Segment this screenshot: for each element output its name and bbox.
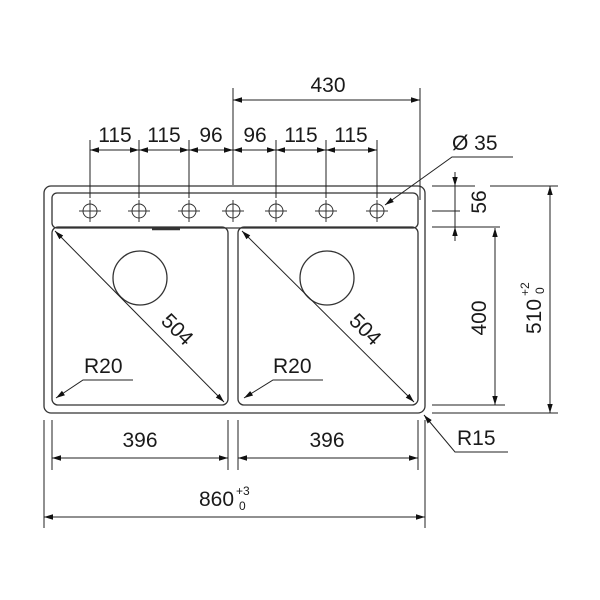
dim-tap-hole-diameter: Ø 35 bbox=[384, 132, 513, 206]
dim-tap-spacings: 115 115 96 96 115 115 bbox=[89, 124, 378, 198]
dim-860: 860 +3 0 bbox=[43, 420, 426, 528]
svg-text:96: 96 bbox=[199, 124, 222, 147]
svg-text:0: 0 bbox=[533, 287, 547, 294]
svg-text:96: 96 bbox=[243, 124, 266, 147]
dim-56: 56 bbox=[432, 172, 500, 241]
svg-text:R20: R20 bbox=[84, 355, 123, 378]
svg-text:+3: +3 bbox=[236, 484, 250, 498]
left-bowl bbox=[51, 226, 229, 406]
svg-text:115: 115 bbox=[147, 124, 180, 147]
dim-510: 510 +2 0 bbox=[432, 185, 558, 414]
svg-text:115: 115 bbox=[284, 124, 317, 147]
svg-text:510: 510 bbox=[523, 299, 546, 334]
svg-text:+2: +2 bbox=[518, 282, 532, 296]
svg-text:0: 0 bbox=[239, 499, 246, 513]
svg-text:R15: R15 bbox=[457, 427, 496, 450]
svg-text:504: 504 bbox=[344, 309, 385, 350]
tap-holes bbox=[79, 200, 388, 222]
svg-text:860: 860 bbox=[199, 488, 234, 511]
tap-hole bbox=[222, 200, 244, 222]
svg-text:115: 115 bbox=[334, 124, 367, 147]
svg-text:430: 430 bbox=[310, 74, 345, 97]
tap-hole bbox=[128, 200, 150, 222]
svg-text:396: 396 bbox=[122, 429, 157, 452]
tap-hole bbox=[79, 200, 101, 222]
svg-text:400: 400 bbox=[468, 300, 491, 335]
dim-bowl-radius: R20 R20 bbox=[55, 355, 323, 399]
tap-hole bbox=[265, 200, 287, 222]
svg-text:Ø 35: Ø 35 bbox=[452, 132, 498, 155]
svg-text:R20: R20 bbox=[273, 355, 312, 378]
tap-hole bbox=[315, 200, 337, 222]
tap-hole bbox=[366, 200, 388, 222]
right-bowl bbox=[237, 226, 419, 406]
tap-hole bbox=[178, 200, 200, 222]
dim-corner-radius: R15 bbox=[423, 414, 508, 453]
dim-400: 400 bbox=[432, 228, 505, 406]
svg-text:504: 504 bbox=[156, 309, 197, 350]
sink-outline bbox=[43, 185, 426, 414]
svg-text:56: 56 bbox=[468, 190, 491, 213]
dim-396: 396 396 bbox=[51, 420, 419, 470]
left-drain bbox=[112, 250, 168, 306]
svg-text:115: 115 bbox=[98, 124, 131, 147]
svg-text:396: 396 bbox=[309, 429, 344, 452]
dim-430: 430 bbox=[232, 74, 421, 200]
